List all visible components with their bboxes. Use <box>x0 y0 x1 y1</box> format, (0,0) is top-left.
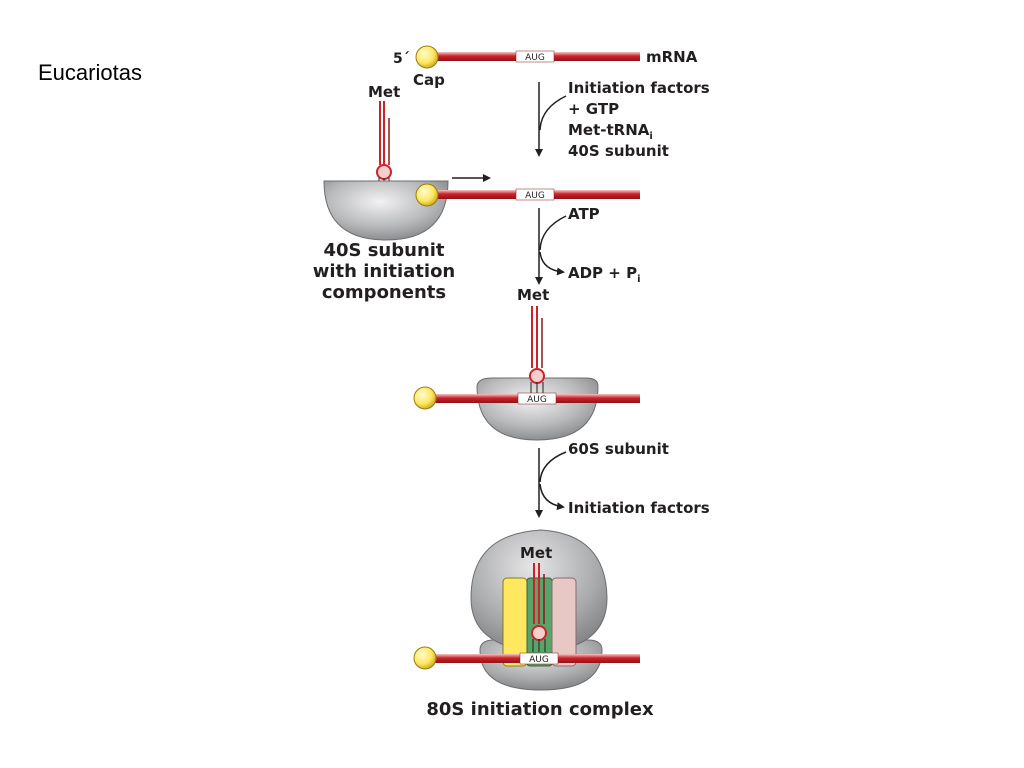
met-label-2: Met <box>517 286 549 304</box>
step2-arrow <box>535 208 567 285</box>
step1-gtp-label: + GTP <box>568 100 619 118</box>
subunit-caption-line2: with initiation <box>313 261 456 282</box>
mrna-strand-2: AUG <box>430 188 640 201</box>
sixty-s-label: 60S subunit <box>568 440 669 458</box>
met-label-3: Met <box>520 544 552 562</box>
step1-trna-label: Met-tRNAi <box>568 121 653 142</box>
codon-label: AUG <box>525 191 545 201</box>
initiation-factors-label: Initiation factors <box>568 499 710 517</box>
a-site <box>551 577 577 667</box>
mrna-label: mRNA <box>646 48 698 66</box>
cap-icon <box>415 183 439 207</box>
subunit-caption-line3: components <box>322 282 446 303</box>
step1-40s-label: 40S subunit <box>568 142 669 160</box>
five-prime-label: 5´ <box>393 51 410 67</box>
trna-3 <box>531 563 547 652</box>
step1-factors-label: Initiation factors <box>568 79 710 97</box>
cap-label: Cap <box>413 71 445 89</box>
step3-arrow <box>535 448 567 518</box>
cap-icon <box>415 45 439 69</box>
cap-icon <box>413 646 437 670</box>
codon-label: AUG <box>527 395 547 405</box>
codon-label: AUG <box>529 655 549 665</box>
mrna-strand-3: AUG <box>428 392 640 405</box>
cap-icon <box>413 386 437 410</box>
trna-2 <box>529 306 545 393</box>
met-label-1: Met <box>368 83 400 101</box>
atp-label: ATP <box>568 205 600 223</box>
adp-label: ADP + Pi <box>568 264 641 285</box>
trna-1 <box>376 101 392 189</box>
codon-label: AUG <box>525 53 545 63</box>
mrna-strand-4: AUG <box>428 652 640 665</box>
step1-arrow <box>535 82 567 157</box>
slide-title: Eucariotas <box>38 60 142 85</box>
mrna-strand-top: AUG <box>430 50 640 63</box>
complex-caption: 80S initiation complex <box>426 699 654 720</box>
subunit-caption-line1: 40S subunit <box>323 240 444 261</box>
